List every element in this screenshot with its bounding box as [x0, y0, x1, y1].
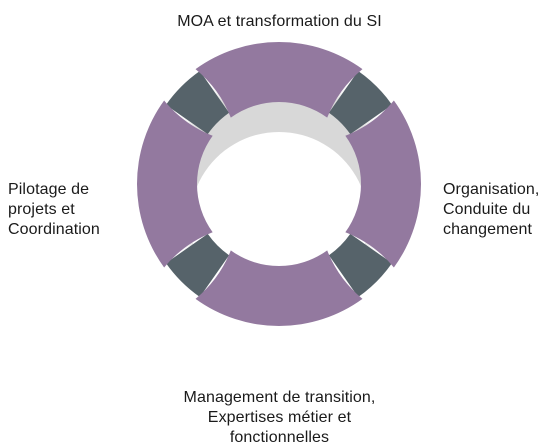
label-moa-transformation: MOA et transformation du SI — [0, 12, 559, 32]
label-organisation-changement: Organisation, Conduite du changement — [443, 180, 539, 240]
label-line: fonctionnelles — [229, 429, 330, 446]
label-line: Expertises métier et — [207, 409, 352, 426]
ring-segment — [195, 250, 363, 326]
label-line: changement — [443, 221, 533, 238]
label-line: Pilotage de — [8, 181, 90, 198]
ring-segments — [137, 42, 421, 326]
ring-segment — [137, 100, 213, 268]
ring-joint — [165, 233, 230, 298]
ring-joint — [328, 70, 393, 135]
ring-joints — [165, 70, 393, 298]
ring-segment — [345, 100, 421, 268]
label-line: Organisation, — [443, 181, 540, 198]
label-line: MOA et transformation du SI — [177, 13, 382, 30]
label-pilotage-projets: Pilotage de projets et Coordination — [8, 180, 100, 240]
ring-joint — [165, 70, 230, 135]
label-management-transition: Management de transition, Expertises mét… — [0, 388, 559, 448]
label-line: Conduite du — [443, 201, 531, 218]
ring-joint — [328, 233, 393, 298]
ring-segment — [195, 42, 363, 118]
label-line: Coordination — [8, 221, 100, 238]
label-line: projets et — [8, 201, 75, 218]
label-line: Management de transition, — [183, 389, 376, 406]
